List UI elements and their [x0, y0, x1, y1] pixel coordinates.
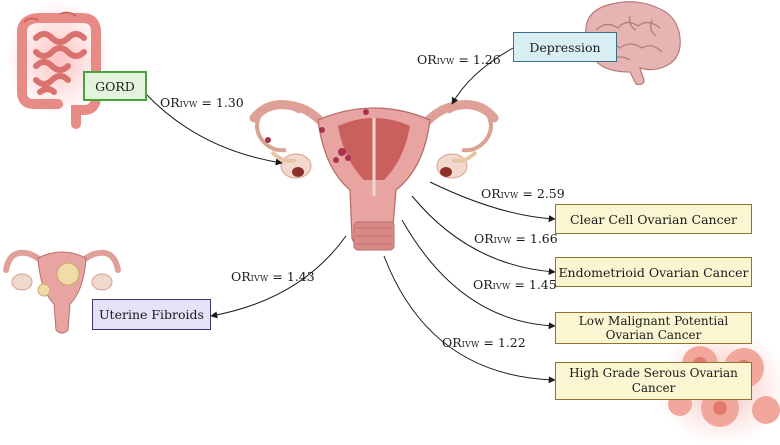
low-malignant-label-1: Low Malignant Potential	[578, 314, 729, 328]
or-value-fibroids: = 1.43	[272, 269, 315, 284]
or-subscript: IVW	[500, 191, 519, 200]
clear-cell-box: Clear Cell Ovarian Cancer	[555, 204, 752, 234]
or-value-gord: = 1.30	[201, 95, 244, 110]
or-prefix: OR	[474, 231, 494, 246]
clear-cell-label: Clear Cell Ovarian Cancer	[570, 211, 737, 227]
or-subscript: IVW	[179, 100, 198, 109]
small-uterus-icon	[3, 249, 121, 334]
or-label-gord: ORIVW = 1.30	[160, 95, 244, 110]
or-subscript: IVW	[492, 282, 511, 291]
arrow-uterus-endometrioid	[411, 195, 556, 276]
or-prefix: OR	[160, 95, 180, 110]
or-prefix: OR	[231, 269, 251, 284]
low-malignant-label-2: Ovarian Cancer	[605, 328, 702, 342]
gord-box: GORD	[83, 71, 147, 101]
or-subscript: IVW	[493, 236, 512, 245]
or-prefix: OR	[473, 277, 493, 292]
or-value-depression: = 1.26	[458, 52, 501, 67]
endometrioid-box: Endometrioid Ovarian Cancer	[555, 257, 752, 287]
intestine-icon	[6, 0, 110, 129]
or-label-high-grade: ORIVW = 1.22	[442, 335, 526, 350]
arrow-gord-uterus	[146, 94, 283, 166]
or-value-low-malignant: = 1.45	[514, 277, 557, 292]
uterine-fibroids-box: Uterine Fibroids	[92, 299, 211, 330]
depression-box: Depression	[513, 32, 617, 62]
or-subscript: IVW	[461, 340, 480, 349]
arrow-uterus-fibroids	[210, 235, 347, 319]
brain-icon	[585, 1, 681, 86]
gord-label: GORD	[95, 78, 135, 94]
high-grade-label-2: Cancer	[631, 381, 676, 395]
or-label-endometrioid: ORIVW = 1.66	[474, 231, 558, 246]
or-subscript: IVW	[436, 57, 455, 66]
arrows	[146, 47, 556, 384]
or-label-depression: ORIVW = 1.26	[417, 52, 501, 67]
arrow-uterus-highgrade	[383, 255, 556, 384]
arrow-depression-uterus	[451, 47, 514, 105]
or-subscript: IVW	[250, 274, 269, 283]
or-label-clear-cell: ORIVW = 2.59	[481, 186, 565, 201]
or-prefix: OR	[442, 335, 462, 350]
or-value-high-grade: = 1.22	[483, 335, 526, 350]
or-prefix: OR	[481, 186, 501, 201]
arrow-uterus-clearcell	[429, 181, 556, 223]
or-value-endometrioid: = 1.66	[515, 231, 558, 246]
uterine-fibroids-label: Uterine Fibroids	[99, 307, 204, 322]
high-grade-box: High Grade Serous Ovarian Cancer	[555, 362, 752, 400]
uterus-icon	[249, 100, 499, 251]
depression-label: Depression	[529, 39, 601, 55]
endometrioid-label: Endometrioid Ovarian Cancer	[558, 264, 749, 280]
high-grade-label-1: High Grade Serous Ovarian	[569, 366, 738, 380]
or-prefix: OR	[417, 52, 437, 67]
or-label-low-malignant: ORIVW = 1.45	[473, 277, 557, 292]
or-value-clear-cell: = 2.59	[522, 186, 565, 201]
arrow-uterus-lowmalignant	[401, 219, 556, 330]
or-label-fibroids: ORIVW = 1.43	[231, 269, 315, 284]
low-malignant-box: Low Malignant Potential Ovarian Cancer	[555, 312, 752, 344]
